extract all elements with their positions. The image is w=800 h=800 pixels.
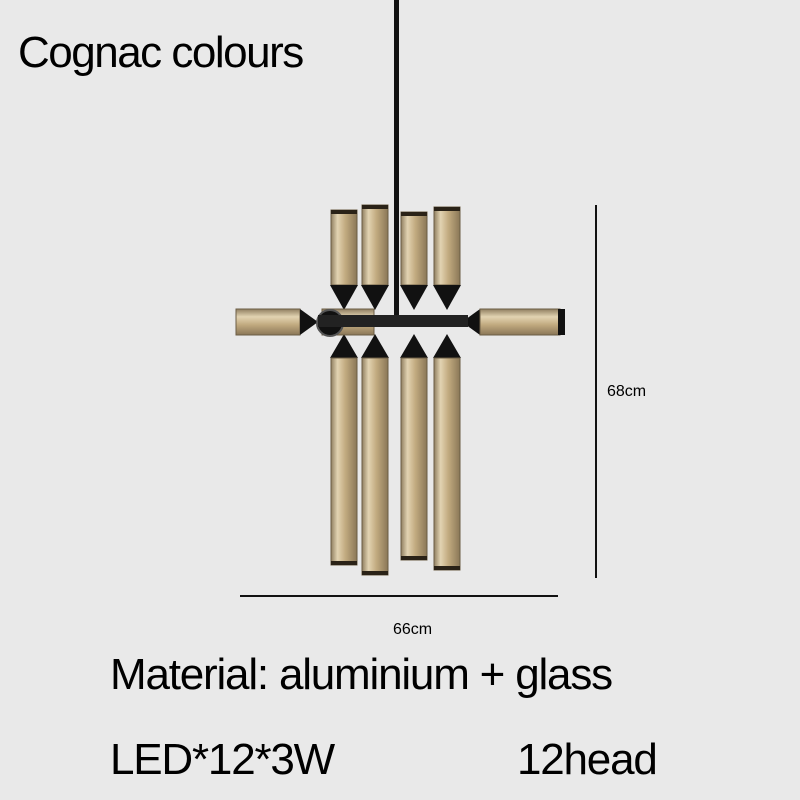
cone-socket xyxy=(400,334,428,358)
cone-socket xyxy=(361,334,389,358)
heads-text: 12head xyxy=(517,735,658,784)
tube-rim xyxy=(434,566,460,570)
cone-socket xyxy=(330,334,358,358)
tube-rim xyxy=(331,210,357,214)
glass-tube-right xyxy=(479,308,561,336)
glass-tube-down xyxy=(433,357,461,571)
glass-tube-up xyxy=(400,211,428,286)
tube-rim xyxy=(558,309,565,335)
power-text: LED*12*3W xyxy=(110,735,335,784)
cone-socket xyxy=(330,285,358,310)
cone-socket xyxy=(433,285,461,310)
cone-socket xyxy=(300,309,318,335)
height-label: 68cm xyxy=(607,383,647,400)
glass-tube-left xyxy=(235,308,301,336)
suspension-rod xyxy=(394,0,399,320)
frame-bar xyxy=(318,315,468,327)
color-title: Cognac colours xyxy=(18,28,304,77)
glass-tube-down xyxy=(400,357,428,561)
cone-socket xyxy=(462,309,480,335)
tube-rim xyxy=(362,571,388,575)
tube-rim xyxy=(362,205,388,209)
lamp xyxy=(235,0,565,576)
width-label: 66cm xyxy=(393,621,433,638)
cone-socket xyxy=(433,334,461,358)
tube-rim xyxy=(401,556,427,560)
glass-tube-up xyxy=(361,204,389,286)
glass-tube-up xyxy=(433,206,461,286)
glass-tube-down xyxy=(361,357,389,576)
material-text: Material: aluminium + glass xyxy=(110,650,613,699)
tube-rim xyxy=(331,561,357,565)
cone-socket xyxy=(361,285,389,310)
glass-tube-up xyxy=(330,209,358,286)
tube-rim xyxy=(434,207,460,211)
glass-tube-down xyxy=(330,357,358,566)
tube-rim xyxy=(401,212,427,216)
cone-socket xyxy=(400,285,428,310)
